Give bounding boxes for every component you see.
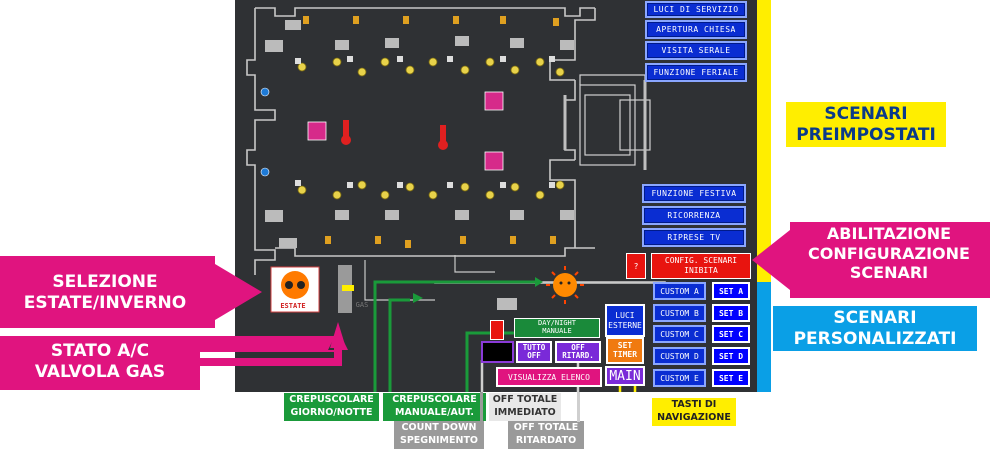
off-ritard-label-2: RITARD.: [562, 351, 594, 360]
label-line: OFF TOTALE: [492, 394, 558, 405]
callout-scenari-personalizzati: SCENARI PERSONALIZZATI: [773, 306, 977, 352]
callout-line: ESTATE/INVERNO: [23, 292, 187, 313]
scenario-luci-di-servizio-button[interactable]: LUCI DI SERVIZIO: [645, 1, 747, 18]
preset-bracket-bar: [757, 0, 771, 282]
label-off-totale-ritardato: OFF TOTALE RITARDATO: [508, 421, 584, 449]
callout-stato: STATO A/C VALVOLA GAS: [0, 341, 200, 382]
label-off-totale-immediato: OFF TOTALE IMMEDIATO: [489, 393, 561, 421]
estate-inverno-toggle[interactable]: [271, 267, 319, 312]
callout-selezione-arrow: [0, 256, 262, 328]
custom-a-button[interactable]: CUSTOM A: [653, 282, 706, 300]
day-night-label-2: MANUALE: [542, 327, 572, 335]
callout-line: SCENARI: [849, 263, 929, 283]
set-c-button[interactable]: SET C: [712, 325, 750, 343]
help-button[interactable]: ?: [626, 253, 646, 279]
label-line: SPEGNIMENTO: [399, 434, 479, 446]
day-night-manuale-button[interactable]: DAY/NIGHT MANUALE: [514, 318, 600, 338]
set-timer-button[interactable]: SET TIMER: [606, 337, 644, 364]
tutto-off-label-2: OFF: [527, 351, 541, 360]
scenario-visita-serale-button[interactable]: VISITA SERALE: [645, 41, 747, 60]
luci-esterne-label-1: LUCI: [615, 310, 635, 320]
callout-line: PREIMPOSTATI: [796, 124, 936, 145]
scenario-apertura-chiesa-button[interactable]: APERTURA CHIESA: [645, 20, 747, 39]
callout-line: PERSONALIZZATI: [793, 328, 957, 349]
callout-abilitazione-arrow: [752, 222, 990, 298]
label-tasti-navigazione: TASTI DI NAVIGAZIONE: [652, 398, 736, 426]
label-line: NAVIGAZIONE: [657, 411, 731, 423]
config-scenari-button[interactable]: CONFIG. SCENARI INIBITA: [651, 253, 751, 279]
config-label-line1: CONFIG. SCENARI: [664, 256, 738, 266]
label-line: CREPUSCOLARE: [392, 394, 477, 405]
callout-line: SELEZIONE: [52, 272, 158, 292]
tutto-off-label-1: TUTTO: [522, 342, 546, 352]
custom-e-button[interactable]: CUSTOM E: [653, 369, 706, 387]
gas-label: GAS: [355, 301, 369, 309]
set-a-button[interactable]: SET A: [712, 282, 750, 300]
count-down-display: [481, 341, 514, 363]
label-line: COUNT DOWN: [401, 422, 477, 433]
custom-d-button[interactable]: CUSTOM D: [653, 347, 706, 365]
set-b-button[interactable]: SET B: [712, 304, 750, 322]
day-night-indicator: [490, 320, 504, 340]
set-d-button[interactable]: SET D: [712, 347, 750, 365]
callout-scenari-preimpostati: SCENARI PREIMPOSTATI: [786, 102, 946, 148]
scenario-ricorrenza-button[interactable]: RICORRENZA: [642, 206, 746, 225]
label-count-down: COUNT DOWN SPEGNIMENTO: [394, 421, 484, 449]
label-crepuscolare-giorno-notte: CREPUSCOLARE GIORNO/NOTTE: [284, 393, 379, 421]
label-crepuscolare-manuale: CREPUSCOLARE MANUALE/AUT.: [383, 393, 486, 421]
scenario-funzione-festiva-button[interactable]: FUNZIONE FESTIVA: [642, 184, 746, 203]
luci-esterne-label-2: ESTERNE: [608, 320, 642, 330]
set-timer-label-1: SET: [617, 340, 633, 350]
connector-off-ritardato: [577, 392, 580, 422]
label-line: TASTI DI: [671, 399, 717, 410]
off-ritard-label-1: OFF: [571, 342, 585, 352]
label-line: IMMEDIATO: [494, 406, 556, 418]
tutto-off-button[interactable]: TUTTO OFF: [516, 341, 552, 363]
callout-line: VALVOLA GAS: [34, 361, 166, 382]
callout-line: SCENARI: [833, 308, 917, 328]
set-e-button[interactable]: SET E: [712, 369, 750, 387]
label-line: CREPUSCOLARE: [289, 394, 374, 405]
label-line: MANUALE/AUT.: [395, 406, 474, 418]
custom-b-button[interactable]: CUSTOM B: [653, 304, 706, 322]
connector-count-down: [480, 392, 483, 422]
callout-line: CONFIGURAZIONE: [808, 243, 970, 263]
luci-esterne-button[interactable]: LUCI ESTERNE: [605, 304, 645, 337]
scenario-riprese-tv-button[interactable]: RIPRESE TV: [642, 228, 746, 247]
visualizza-elenco-button[interactable]: VISUALIZZA ELENCO: [496, 367, 602, 387]
estate-label: ESTATE: [280, 302, 306, 310]
custom-c-button[interactable]: CUSTOM C: [653, 325, 706, 343]
scenario-funzione-feriale-button[interactable]: FUNZIONE FERIALE: [645, 63, 747, 82]
callout-abilitazione: ABILITAZIONE CONFIGURAZIONE SCENARI: [792, 224, 986, 283]
set-timer-label-2: TIMER: [612, 349, 638, 359]
callout-line: STATO A/C: [50, 341, 150, 361]
custom-bracket-bar: [757, 282, 771, 392]
off-ritardato-button[interactable]: OFF RITARD.: [555, 341, 601, 363]
config-label-line2: INIBITA: [684, 266, 718, 275]
callout-line: ABILITAZIONE: [826, 224, 952, 243]
label-line: GIORNO/NOTTE: [290, 406, 373, 418]
callout-line: SCENARI: [824, 104, 908, 124]
day-night-label-1: DAY/NIGHT: [538, 319, 576, 328]
main-button[interactable]: MAIN: [605, 366, 645, 386]
label-line: RITARDATO: [515, 434, 577, 446]
label-line: OFF TOTALE: [513, 422, 579, 433]
callout-selezione: SELEZIONE ESTATE/INVERNO: [0, 272, 210, 313]
callout-stato-arrow: [0, 322, 348, 390]
